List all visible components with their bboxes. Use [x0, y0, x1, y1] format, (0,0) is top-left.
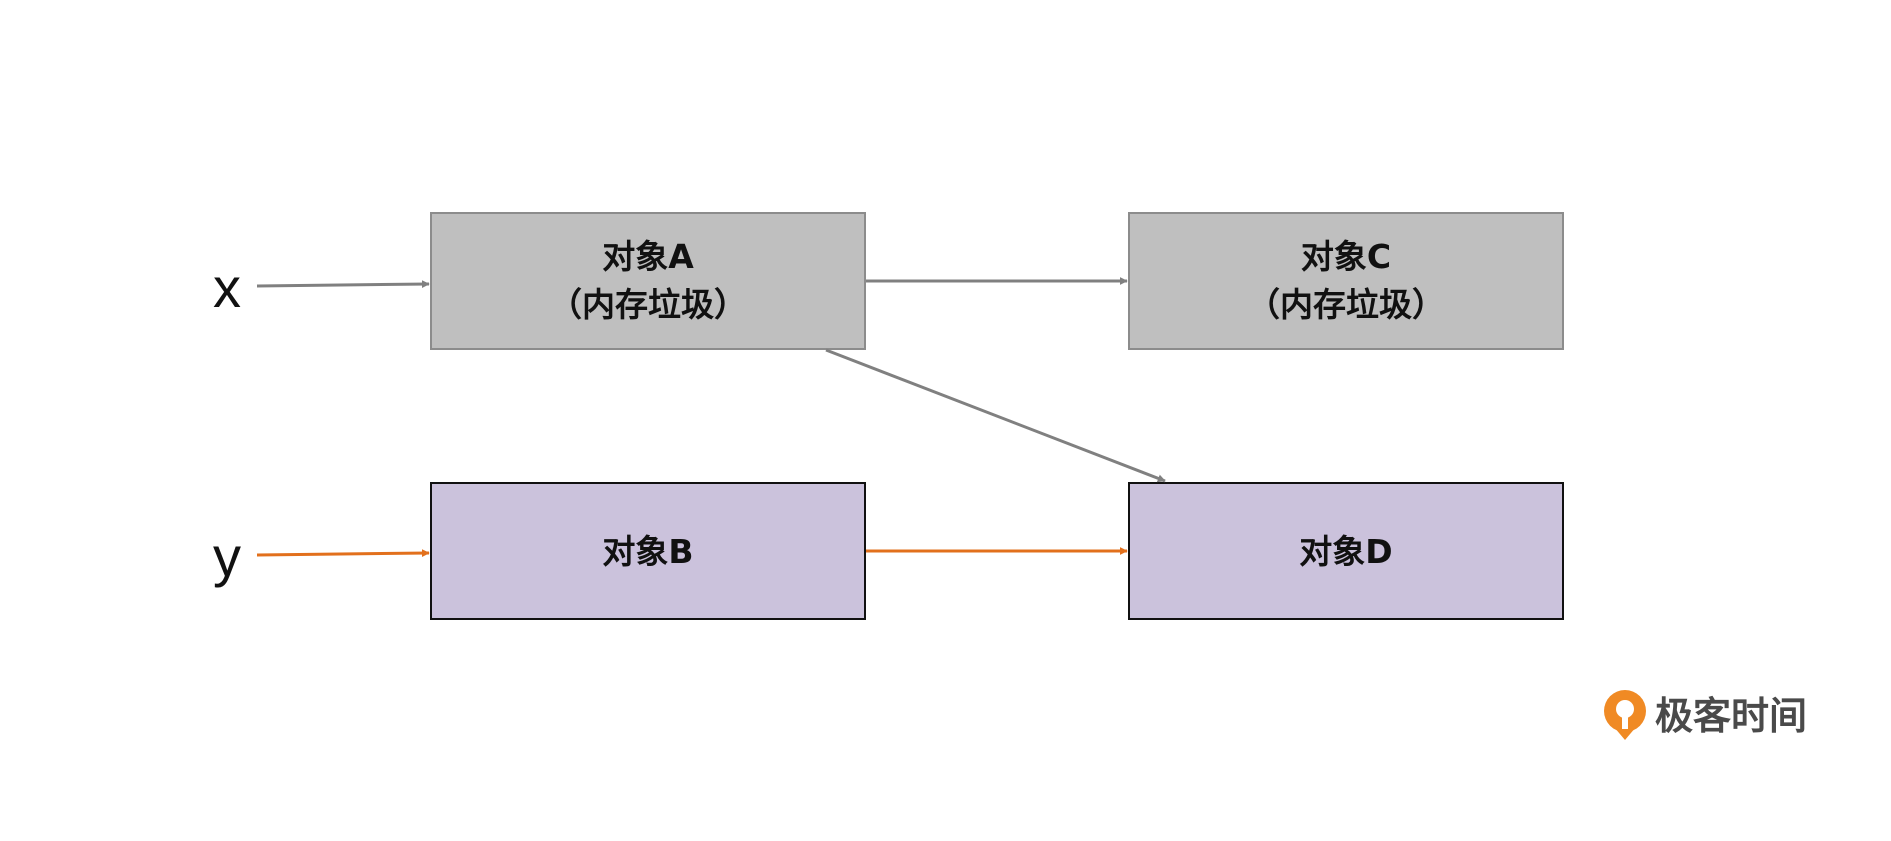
variable-y-label: y	[213, 525, 241, 588]
variable-x-label: x	[213, 256, 241, 319]
arrow-x-to-a	[256, 280, 430, 289]
object-d-box: 对象D	[1128, 482, 1564, 620]
object-b-label: 对象B	[602, 532, 693, 571]
object-a-label: 对象A	[602, 237, 694, 276]
object-b-box: 对象B	[430, 482, 866, 620]
object-a-box: 对象A （内存垃圾）	[430, 212, 866, 350]
arrow-a-to-d	[825, 348, 1166, 483]
geektime-logo-icon	[1604, 690, 1646, 740]
object-c-label: 对象C	[1301, 237, 1391, 276]
object-a-garbage-note: （内存垃圾）	[549, 285, 747, 324]
logo-text: 极客时间	[1655, 694, 1807, 738]
object-c-box: 对象C （内存垃圾）	[1128, 212, 1564, 350]
arrow-y-to-b	[256, 549, 430, 558]
object-d-label: 对象D	[1299, 532, 1392, 571]
object-c-garbage-note: （内存垃圾）	[1247, 285, 1445, 324]
geektime-logo: 极客时间	[1604, 690, 1807, 740]
